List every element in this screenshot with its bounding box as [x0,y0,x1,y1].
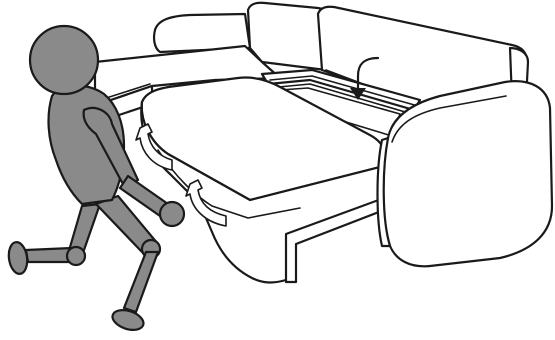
sofa-right-armrest [378,81,553,266]
person-back-foot [7,241,29,275]
person-back-knee [67,247,85,265]
person-front-foot [110,306,146,333]
armrest-body [383,81,552,266]
person-front-shin [124,252,158,312]
person-hand [160,202,184,226]
person-head [30,26,98,94]
